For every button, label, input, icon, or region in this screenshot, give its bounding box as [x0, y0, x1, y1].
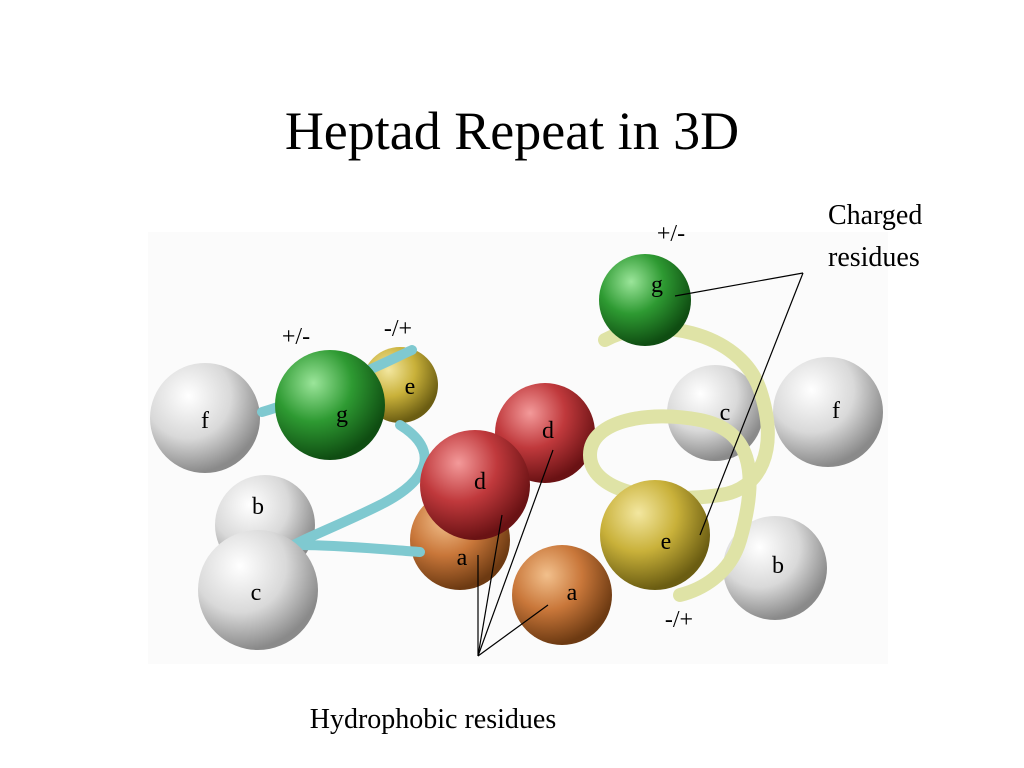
residue-d-center-label: d — [542, 418, 554, 444]
right-helix-backbone — [582, 321, 775, 602]
residue-b-right-label: b — [772, 553, 784, 579]
residue-c-left-label: c — [251, 580, 262, 606]
residue-e-right-label: e — [661, 529, 672, 555]
residue-g-right-label: g — [651, 272, 663, 298]
residue-a-right-sphere — [512, 545, 612, 645]
hydrophobic-pointer-line-d-center — [477, 449, 554, 657]
charge-label-e-left: -/+ — [384, 316, 412, 342]
charged-residues-caption-line2: residues — [828, 242, 920, 273]
residue-e-left-label: e — [405, 374, 416, 400]
residue-d-left-sphere — [420, 430, 530, 540]
residue-e-right-sphere — [600, 480, 710, 590]
charge-label-g-right: +/- — [657, 221, 685, 247]
residue-c-left-sphere — [198, 530, 318, 650]
residue-f-right-label: f — [832, 398, 840, 424]
residue-g-right-sphere — [599, 254, 691, 346]
hydrophobic-pointer-line-d-left — [477, 514, 503, 657]
charged-residues-caption-line1: Charged — [828, 200, 922, 231]
residue-d-left-label: d — [474, 469, 486, 495]
charge-label-g-left: +/- — [282, 324, 310, 350]
charge-label-e-right: -/+ — [665, 607, 693, 633]
residue-b-left-label: b — [252, 494, 264, 520]
residue-f-right-sphere — [773, 357, 883, 467]
residue-f-left-label: f — [201, 408, 209, 434]
hydrophobic-residues-caption: Hydrophobic residues — [310, 704, 557, 735]
residue-b-right-sphere — [723, 516, 827, 620]
residue-g-left-sphere — [275, 350, 385, 460]
residue-f-left-sphere — [150, 363, 260, 473]
residue-a-right-label: a — [567, 580, 578, 606]
charged-pointer-line-e — [699, 272, 804, 536]
charged-pointer-line-g — [674, 272, 804, 297]
residue-g-left-label: g — [336, 402, 348, 428]
slide-title: Heptad Repeat in 3D — [284, 101, 740, 161]
residue-a-left-label: a — [457, 545, 468, 571]
residue-c-right-label: c — [720, 400, 731, 426]
hydrophobic-pointer-line-a-right — [477, 604, 549, 657]
